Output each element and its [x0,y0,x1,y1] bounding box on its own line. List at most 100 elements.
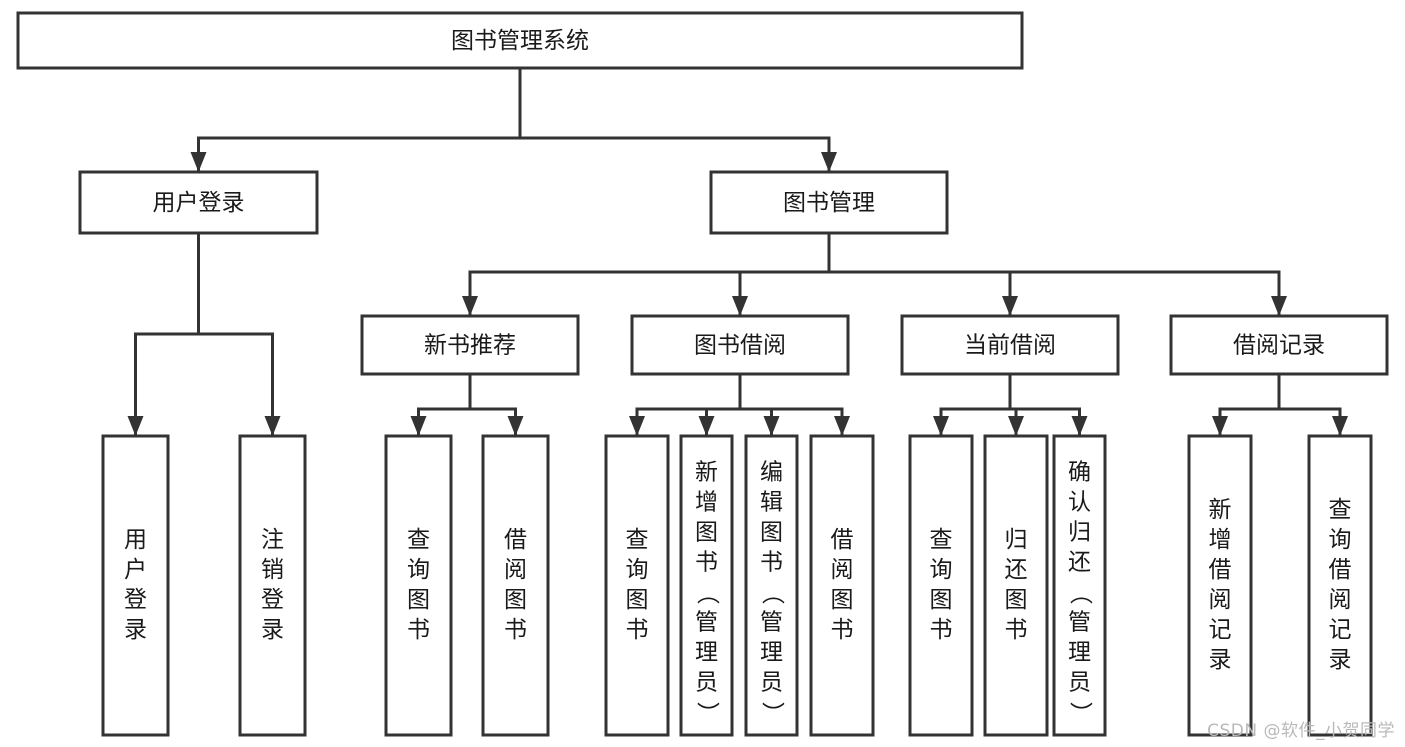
label-char: 书 [626,617,649,643]
label-char: 图 [831,587,854,613]
label-char: 图 [695,520,718,546]
node-box-leaf-rec-borrow-book [481,434,550,737]
label-char: 查 [626,527,649,553]
label-char: 阅 [1209,587,1232,613]
arrow-head-icon [1212,416,1228,436]
label-char: 理 [695,640,718,666]
label-char: 询 [930,557,953,583]
node-box-borrow-record [1169,314,1389,376]
label-char: 图 [760,520,783,546]
label-char: 员 [1068,670,1091,696]
label-char: 登 [261,587,284,613]
label-char: 图 [407,587,430,613]
label-char: 登 [124,587,147,613]
node-new-book-rec[interactable]: 新书推荐 [360,314,580,376]
label-char: 借 [831,527,854,553]
arrow-head-icon [698,416,715,436]
arrow-head-icon [507,416,524,436]
node-label-leaf-user-login: 用户登录 [124,527,147,643]
label-char: 编 [760,460,783,486]
label-char: 书 [1005,617,1028,643]
arrow-head-icon [1071,416,1088,436]
label-char: 书 [831,617,854,643]
label-char: 书 [695,550,718,576]
label-char: 管 [760,610,783,636]
label-char: 辑 [760,490,783,516]
label-char: 理 [1068,640,1091,666]
node-book-borrow[interactable]: 图书借阅 [630,314,850,376]
node-box-user-login [78,170,319,235]
label-char: 书 [760,550,783,576]
label-char: 借 [504,527,527,553]
edge-group-root [190,66,837,173]
label-char: 记 [1209,617,1232,643]
node-box-leaf-rec-add-record [1187,434,1253,737]
label-char: 查 [1329,497,1352,523]
label-char: ） [1067,702,1093,725]
node-user-login[interactable]: 用户登录 [78,170,319,235]
label-char: 还 [1068,550,1091,576]
node-label-book-manage: 图书管理 [783,190,875,216]
label-char: 归 [1005,527,1028,553]
arrow-head-icon [127,416,144,436]
node-current-borrow[interactable]: 当前借阅 [900,314,1120,376]
label-char: 归 [1068,520,1091,546]
node-box-leaf-borrow-borrow-book [809,434,875,737]
node-box-leaf-borrow-edit-book [744,434,799,737]
node-leaf-user-login[interactable]: 用户登录 [101,434,170,737]
label-char: 书 [504,617,527,643]
node-box-root [16,11,1024,70]
label-char: 员 [695,670,718,696]
node-book-manage[interactable]: 图书管理 [709,170,949,235]
label-char: 图 [626,587,649,613]
label-char: 书 [407,617,430,643]
node-box-leaf-borrow-add-book [679,434,734,737]
nodes-layer: 图书管理系统用户登录图书管理新书推荐图书借阅当前借阅借阅记录用户登录注销登录查询… [16,11,1389,737]
label-char: 书 [930,617,953,643]
arrow-head-icon [1002,296,1018,316]
arrow-head-icon [462,296,478,316]
label-char: 销 [261,557,284,583]
label-char: 图 [504,587,527,613]
label-char: 阅 [504,557,527,583]
node-borrow-record[interactable]: 借阅记录 [1169,314,1389,376]
label-char: 阅 [1329,587,1352,613]
arrow-head-icon [190,152,207,172]
label-char: 借 [1329,557,1352,583]
label-char: 还 [1005,557,1028,583]
label-char: 询 [407,557,430,583]
node-label-new-book-rec: 新书推荐 [424,333,516,359]
node-box-leaf-rec-query-record [1307,434,1373,737]
arrow-head-icon [933,416,949,436]
label-char: 阅 [831,557,854,583]
label-char: 录 [1329,647,1352,673]
label-char: 理 [760,640,783,666]
label-char: （ [1067,582,1093,605]
node-box-leaf-logout [238,434,307,737]
label-char: 管 [695,610,718,636]
label-char: 新 [695,460,718,486]
node-root[interactable]: 图书管理系统 [16,11,1024,70]
node-box-leaf-cur-query-book [908,434,974,737]
label-char: 用 [124,527,147,553]
